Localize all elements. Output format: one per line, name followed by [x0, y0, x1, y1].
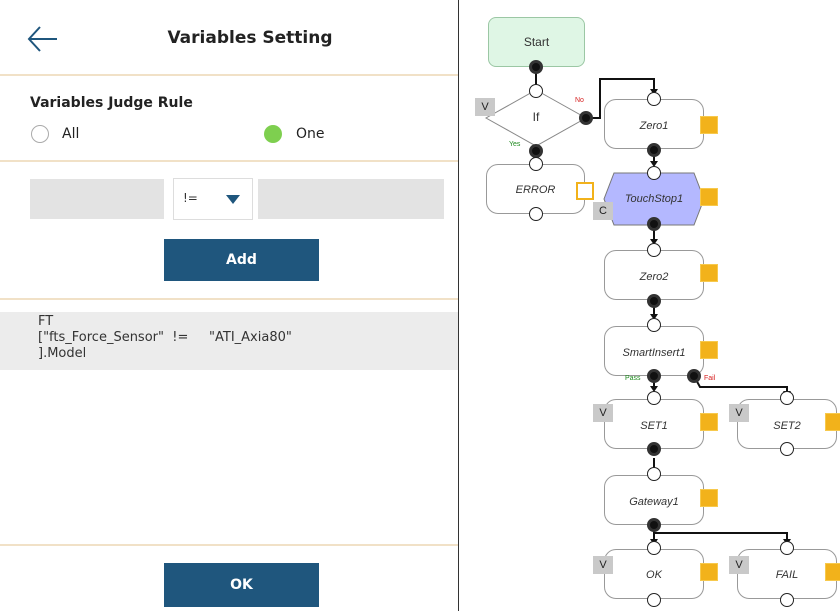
- smartinsert1-in-port[interactable]: [647, 318, 661, 332]
- fail-bottom-port[interactable]: [780, 593, 794, 607]
- zero-icon: [700, 116, 718, 134]
- zero1-label: Zero1: [639, 120, 669, 132]
- pass-label: Pass: [625, 375, 641, 382]
- flow-connectors: [484, 67, 791, 545]
- gateway1-node[interactable]: Gateway1: [604, 475, 704, 525]
- smartinsert-icon: [700, 341, 718, 359]
- set2-label: SET2: [773, 420, 801, 432]
- set-icon: [700, 413, 718, 431]
- ok-node[interactable]: OK: [604, 549, 704, 599]
- fail-node[interactable]: FAIL: [737, 549, 837, 599]
- zero1-out-port[interactable]: [647, 143, 661, 157]
- start-label: Start: [523, 35, 550, 49]
- condition-row[interactable]: FT ["fts_Force_Sensor" != "ATI_Axia80" ]…: [0, 312, 458, 370]
- gateway-icon: [700, 489, 718, 507]
- fail-label: Fail: [704, 375, 716, 382]
- set2-bottom-port[interactable]: [780, 442, 794, 456]
- if-in-port[interactable]: [529, 84, 543, 98]
- fail-variable-badge: V: [729, 556, 749, 574]
- zero2-out-port[interactable]: [647, 294, 661, 308]
- radio-one[interactable]: [264, 125, 282, 143]
- error-in-port[interactable]: [529, 157, 543, 171]
- ok-in-port[interactable]: [647, 541, 661, 555]
- radio-all-label[interactable]: All: [62, 126, 80, 142]
- page-title: Variables Setting: [167, 28, 333, 48]
- touchstop-icon: [700, 188, 718, 206]
- if-no-port[interactable]: [579, 111, 593, 125]
- condition-line-3: ].Model: [38, 346, 87, 361]
- radio-one-label[interactable]: One: [296, 126, 325, 142]
- fail-node-label: FAIL: [775, 569, 799, 581]
- set1-in-port[interactable]: [647, 391, 661, 405]
- condition-line-1: FT: [38, 314, 54, 329]
- smartinsert1-label: SmartInsert1: [622, 347, 686, 359]
- zero-icon: [700, 264, 718, 282]
- monitor-icon: [576, 182, 594, 200]
- fail-in-port[interactable]: [780, 541, 794, 555]
- rule-divider: [0, 160, 458, 162]
- set2-variable-badge: V: [729, 404, 749, 422]
- zero2-node[interactable]: Zero2: [604, 250, 704, 300]
- if-yes-port[interactable]: [529, 144, 543, 158]
- touchstop1-badge: C: [593, 202, 613, 220]
- right-operand-field[interactable]: [258, 179, 444, 219]
- rule-title: Variables Judge Rule: [30, 95, 193, 111]
- smartinsert1-node[interactable]: SmartInsert1: [604, 326, 704, 376]
- gateway1-label: Gateway1: [629, 496, 679, 508]
- start-node[interactable]: Start: [488, 17, 585, 67]
- chevron-down-icon: [226, 195, 240, 204]
- no-label: No: [575, 97, 584, 104]
- start-out-port[interactable]: [529, 60, 543, 74]
- gateway1-out-port[interactable]: [647, 518, 661, 532]
- touchstop1-label: TouchStop1: [624, 193, 684, 205]
- smartinsert1-pass-port[interactable]: [647, 369, 661, 383]
- flow-canvas: Start V If No Yes ERROR Zero1 TouchStop1…: [459, 0, 840, 611]
- gateway-icon: [825, 563, 840, 581]
- gateway1-in-port[interactable]: [647, 467, 661, 481]
- left-operand-field[interactable]: [30, 179, 164, 219]
- if-variable-badge: V: [475, 98, 495, 116]
- radio-all[interactable]: [31, 125, 49, 143]
- yes-label: Yes: [509, 141, 521, 148]
- footer-divider: [0, 544, 458, 546]
- back-arrow-icon[interactable]: [26, 24, 60, 54]
- set1-variable-badge: V: [593, 404, 613, 422]
- set2-in-port[interactable]: [780, 391, 794, 405]
- operator-value: !=: [183, 191, 198, 205]
- header-divider: [0, 74, 458, 76]
- if-label: If: [532, 110, 540, 124]
- set-icon: [825, 413, 840, 431]
- add-button[interactable]: Add: [164, 239, 319, 281]
- set1-out-port[interactable]: [647, 442, 661, 456]
- ok-bottom-port[interactable]: [647, 593, 661, 607]
- error-label: ERROR: [515, 184, 556, 196]
- touchstop1-in-port[interactable]: [647, 166, 661, 180]
- zero2-label: Zero2: [639, 271, 669, 283]
- zero1-in-port[interactable]: [647, 92, 661, 106]
- editor-divider: [0, 298, 458, 300]
- zero2-in-port[interactable]: [647, 243, 661, 257]
- operator-select[interactable]: !=: [173, 178, 253, 220]
- smartinsert1-fail-port[interactable]: [687, 369, 701, 383]
- error-bottom-port[interactable]: [529, 207, 543, 221]
- touchstop1-node[interactable]: [603, 172, 705, 226]
- ok-button[interactable]: OK: [164, 563, 319, 607]
- gateway-icon: [700, 563, 718, 581]
- set1-label: SET1: [640, 420, 668, 432]
- zero1-node[interactable]: Zero1: [604, 99, 704, 149]
- ok-variable-badge: V: [593, 556, 613, 574]
- touchstop1-out-port[interactable]: [647, 217, 661, 231]
- header: Variables Setting: [0, 0, 458, 80]
- ok-label: OK: [646, 569, 662, 581]
- variables-setting-panel: Variables Setting Variables Judge Rule A…: [0, 0, 459, 611]
- condition-line-2: ["fts_Force_Sensor" != "ATI_Axia80": [38, 330, 292, 345]
